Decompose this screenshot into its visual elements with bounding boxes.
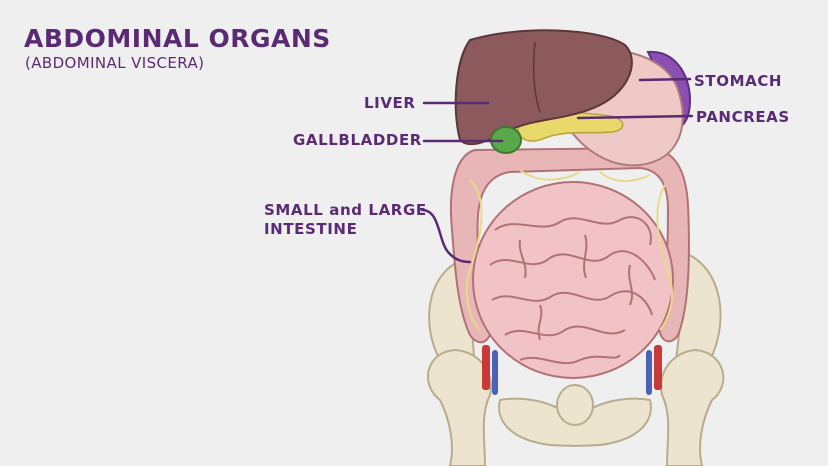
intestine-label-line1: SMALL and LARGE [264, 201, 427, 219]
right-iliac-vein [646, 350, 652, 395]
mesenteric-vessels [465, 169, 674, 331]
sacrum [556, 384, 594, 426]
pancreas-label: PANCREAS [696, 108, 790, 126]
gallbladder-label: GALLBLADDER [293, 131, 422, 149]
small-intestine [472, 181, 674, 379]
right-iliac-artery [654, 345, 662, 390]
iliac-vessels [482, 345, 662, 395]
liver [454, 29, 633, 146]
intestine-label: SMALL and LARGE INTESTINE [264, 201, 427, 239]
page-title: ABDOMINAL ORGANS [24, 24, 331, 53]
left-femur-head [427, 348, 492, 466]
stomach-label: STOMACH [694, 72, 783, 90]
pancreas-leader [576, 114, 694, 120]
leader-lines [420, 77, 694, 264]
liver-lobe-line [532, 41, 541, 113]
left-iliac-vein [492, 350, 498, 395]
stomach-leader [638, 77, 692, 82]
left-iliac-artery [482, 345, 490, 390]
intestine-label-line2: INTESTINE [264, 220, 358, 238]
right-femur-head [660, 348, 725, 466]
page-subtitle: (ABDOMINAL VISCERA) [25, 54, 205, 72]
liver-label: LIVER [364, 94, 416, 112]
intestine-leader [420, 208, 472, 264]
